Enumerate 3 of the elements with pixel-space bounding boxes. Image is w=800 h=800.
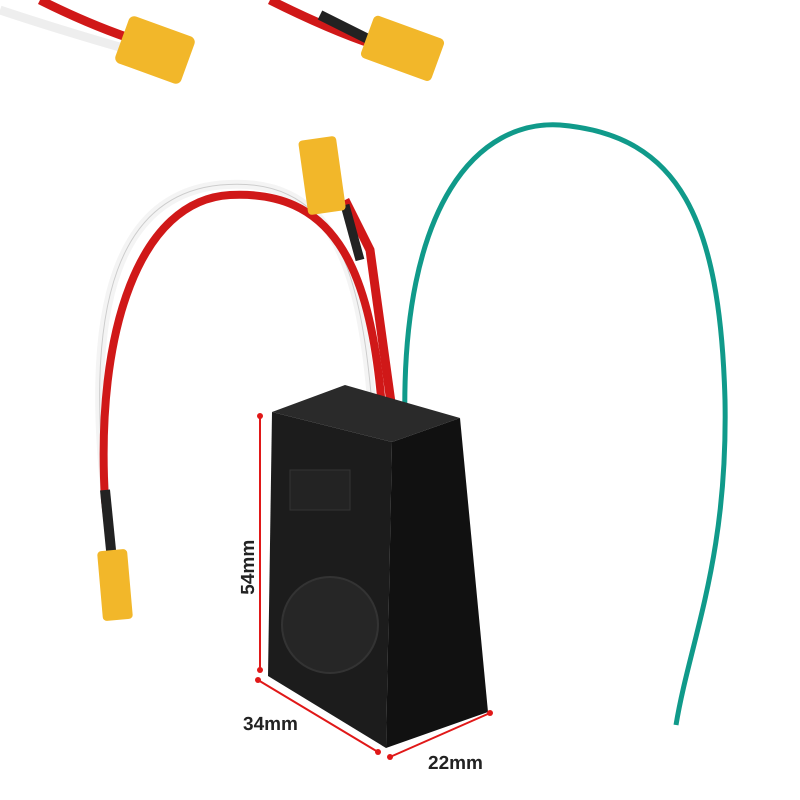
dimension-label: 22mm: [428, 752, 483, 776]
dimension-label: 54mm: [237, 540, 260, 595]
dimension-label: 34mm: [243, 713, 298, 737]
